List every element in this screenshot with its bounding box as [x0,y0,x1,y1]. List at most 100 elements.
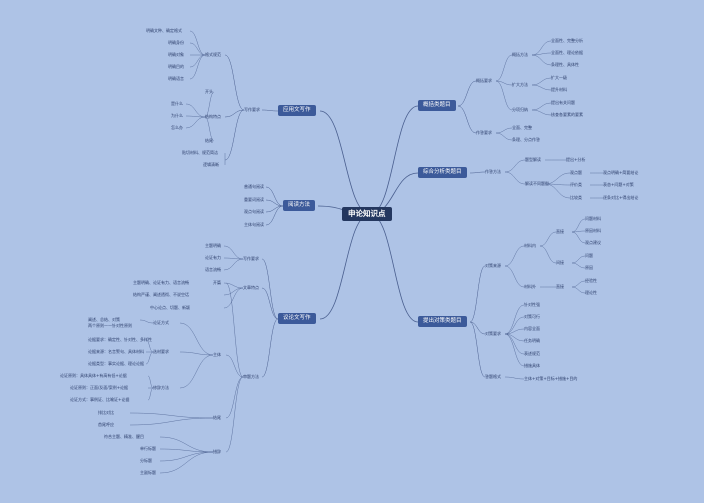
yl-leaf[interactable]: 主副标题 [140,470,156,475]
yl-features[interactable]: 文章特点 [243,285,259,290]
gk-sub[interactable]: 分项归纳 [512,107,528,112]
tc-indirect[interactable]: 间接 [556,260,564,265]
topic-countermeasure-questions[interactable]: 提出对策类题目 [418,316,467,327]
gk-leaf[interactable]: 提升材料 [551,87,567,92]
gk-leaf[interactable]: 提出有关问题 [551,100,575,105]
tc-inside[interactable]: 材料内 [524,243,536,248]
topic-reading-method[interactable]: 阅读方法 [283,200,316,211]
yl-sub-branch[interactable]: 选材要求 [153,349,169,354]
zh-method[interactable]: 作答方法 [485,169,501,174]
yy-leaf[interactable]: 开头 [205,89,213,94]
yd-leaf[interactable]: 观点句阅读 [244,209,264,214]
gk-leaf[interactable]: 条理性、具体性 [551,62,579,67]
topic-summary-questions[interactable]: 概括类题目 [418,100,456,111]
gk-leaf[interactable]: 条理、分点作答 [512,137,540,142]
tc-outside[interactable]: 材料外 [524,284,536,289]
yl-leaf[interactable]: 分标题 [140,458,152,463]
yl-leaf[interactable]: 论据来源：名言警句、具体材料 [88,349,144,354]
gk-answer-req[interactable]: 作答要求 [476,130,492,135]
yl-wording[interactable]: 措辞 [213,449,221,454]
tc-leaf[interactable]: 理论性 [585,290,597,295]
gk-leaf[interactable]: 扩大一级 [551,75,567,80]
yl-sub-branch[interactable]: 修辞方法 [153,385,169,390]
tc-direct[interactable]: 直接 [556,229,564,234]
tc-leaf[interactable]: 内容全面 [524,326,540,331]
tc-leaf[interactable]: 问题材料 [585,216,601,221]
yy-leaf[interactable]: 结尾 [205,138,213,143]
yl-leaf[interactable]: 排比对比 [98,410,114,415]
zh-leaf[interactable]: 表态+问题+对策 [603,182,634,187]
tc-leaf[interactable]: 经验性 [585,278,597,283]
zh-leaf[interactable]: 提出+分析 [566,157,586,162]
gk-leaf[interactable]: 全面性、理论依据 [551,50,583,55]
yy-leaf[interactable]: 是什么 [171,101,183,106]
yd-leaf[interactable]: 普通句阅读 [244,184,264,189]
tc-leaf[interactable]: 原因材料 [585,228,601,233]
yl-method[interactable]: 审题方法 [243,374,259,379]
gk-sub[interactable]: 概括方法 [512,52,528,57]
yl-leaf[interactable]: 论证原则：正面/反面/案例+论据 [70,385,129,390]
zh-leaf[interactable]: 观点明确+简要结论 [603,170,639,175]
yl-leaf[interactable]: 主题明确、论证有力、语言流畅 [133,280,189,285]
tc-format[interactable]: 答题格式 [485,374,501,379]
yl-leaf[interactable]: 两个原则——针对性原则 [88,323,132,328]
yl-opening[interactable]: 开篇 [213,280,221,285]
yl-leaf[interactable]: 阐述、总结、对策 [88,317,120,322]
tc-leaf[interactable]: 问题 [585,253,593,258]
yl-leaf[interactable]: 单行标题 [140,446,156,451]
zh-leaf[interactable]: 评价类 [570,182,582,187]
yy-leaf[interactable]: 逻辑清晰 [203,162,219,167]
yy-leaf[interactable]: 为什么 [171,113,183,118]
yy-structure[interactable]: 结构特点 [205,114,221,119]
tc-requirement[interactable]: 对策要求 [485,331,501,336]
yl-leaf[interactable]: 中心论点、切题、新颖 [150,305,190,310]
yl-body[interactable]: 主体 [213,352,221,357]
tc-leaf[interactable]: 任务明确 [524,338,540,343]
yy-writing-req[interactable]: 写作要求 [244,107,260,112]
yy-leaf[interactable]: 明确语言 [168,76,184,81]
yl-leaf[interactable]: 论证方式：事例证、比喻证+论据 [70,397,130,402]
yl-leaf[interactable]: 论据类型：事实论据、理论论据 [88,361,144,366]
tc-leaf[interactable]: 措施具体 [524,363,540,368]
tc-leaf[interactable]: 表述规范 [524,351,540,356]
yd-leaf[interactable]: 重要词阅读 [244,197,264,202]
gk-sub[interactable]: 扩大方法 [512,82,528,87]
yl-ending[interactable]: 结尾 [213,415,221,420]
yl-leaf[interactable]: 论证有力 [205,255,221,260]
tc-leaf[interactable]: 主体+对策+目标+措施+目的 [524,376,578,381]
yd-leaf[interactable]: 主体句阅读 [244,222,264,227]
yl-sub-branch[interactable]: 论证方式 [153,320,169,325]
yy-leaf[interactable]: 怎么办 [171,125,183,130]
yl-leaf[interactable]: 结构严谨、阐述透彻、不说空话 [133,292,189,297]
yl-leaf[interactable]: 论据要求：确定性、针对性、多样性 [88,337,152,342]
zh-sub[interactable]: 解读不同题型 [525,181,549,186]
tc-leaf[interactable]: 对策可行 [524,314,540,319]
tc-direct2[interactable]: 直接 [556,284,564,289]
yl-leaf[interactable]: 语言流畅 [205,267,221,272]
zh-leaf[interactable]: 观点题 [570,170,582,175]
yy-leaf[interactable]: 明确目的 [168,64,184,69]
tc-leaf[interactable]: 原因 [585,265,593,270]
tc-source[interactable]: 对策来源 [485,263,501,268]
topic-applied-writing[interactable]: 应用文写作 [278,105,316,116]
yl-leaf[interactable]: 主题明确 [205,243,221,248]
gk-summary-req[interactable]: 概括要求 [476,78,492,83]
tc-leaf[interactable]: 观点建议 [585,240,601,245]
gk-leaf[interactable]: 全面性、完整分析 [551,38,583,43]
topic-argument-writing[interactable]: 议论文写作 [278,313,316,324]
zh-leaf[interactable]: 比较类 [570,195,582,200]
yy-leaf[interactable]: 明确身份 [168,40,184,45]
yl-leaf[interactable]: 论证原则：具体具体+有高有低+论据 [60,373,127,378]
yl-leaf[interactable]: 首尾呼应 [98,422,114,427]
zh-leaf[interactable]: 逐条对比+得出结论 [603,195,639,200]
yy-format[interactable]: 格式规范 [205,52,221,57]
topic-analysis-questions[interactable]: 综合分析类题目 [418,167,467,178]
root-topic[interactable]: 申论知识点 [342,207,392,221]
yy-leaf[interactable]: 贴切材料、规范简洁 [182,150,218,155]
gk-leaf[interactable]: 核查各要素的要素 [551,112,583,117]
yy-leaf[interactable]: 明确对象 [168,52,184,57]
yy-leaf[interactable]: 明确文种、确定格式 [146,28,182,33]
gk-leaf[interactable]: 全面、完整 [512,125,532,130]
yl-writing-req[interactable]: 写作要求 [243,256,259,261]
yl-leaf[interactable]: 符合主题、精准、醒目 [104,434,144,439]
